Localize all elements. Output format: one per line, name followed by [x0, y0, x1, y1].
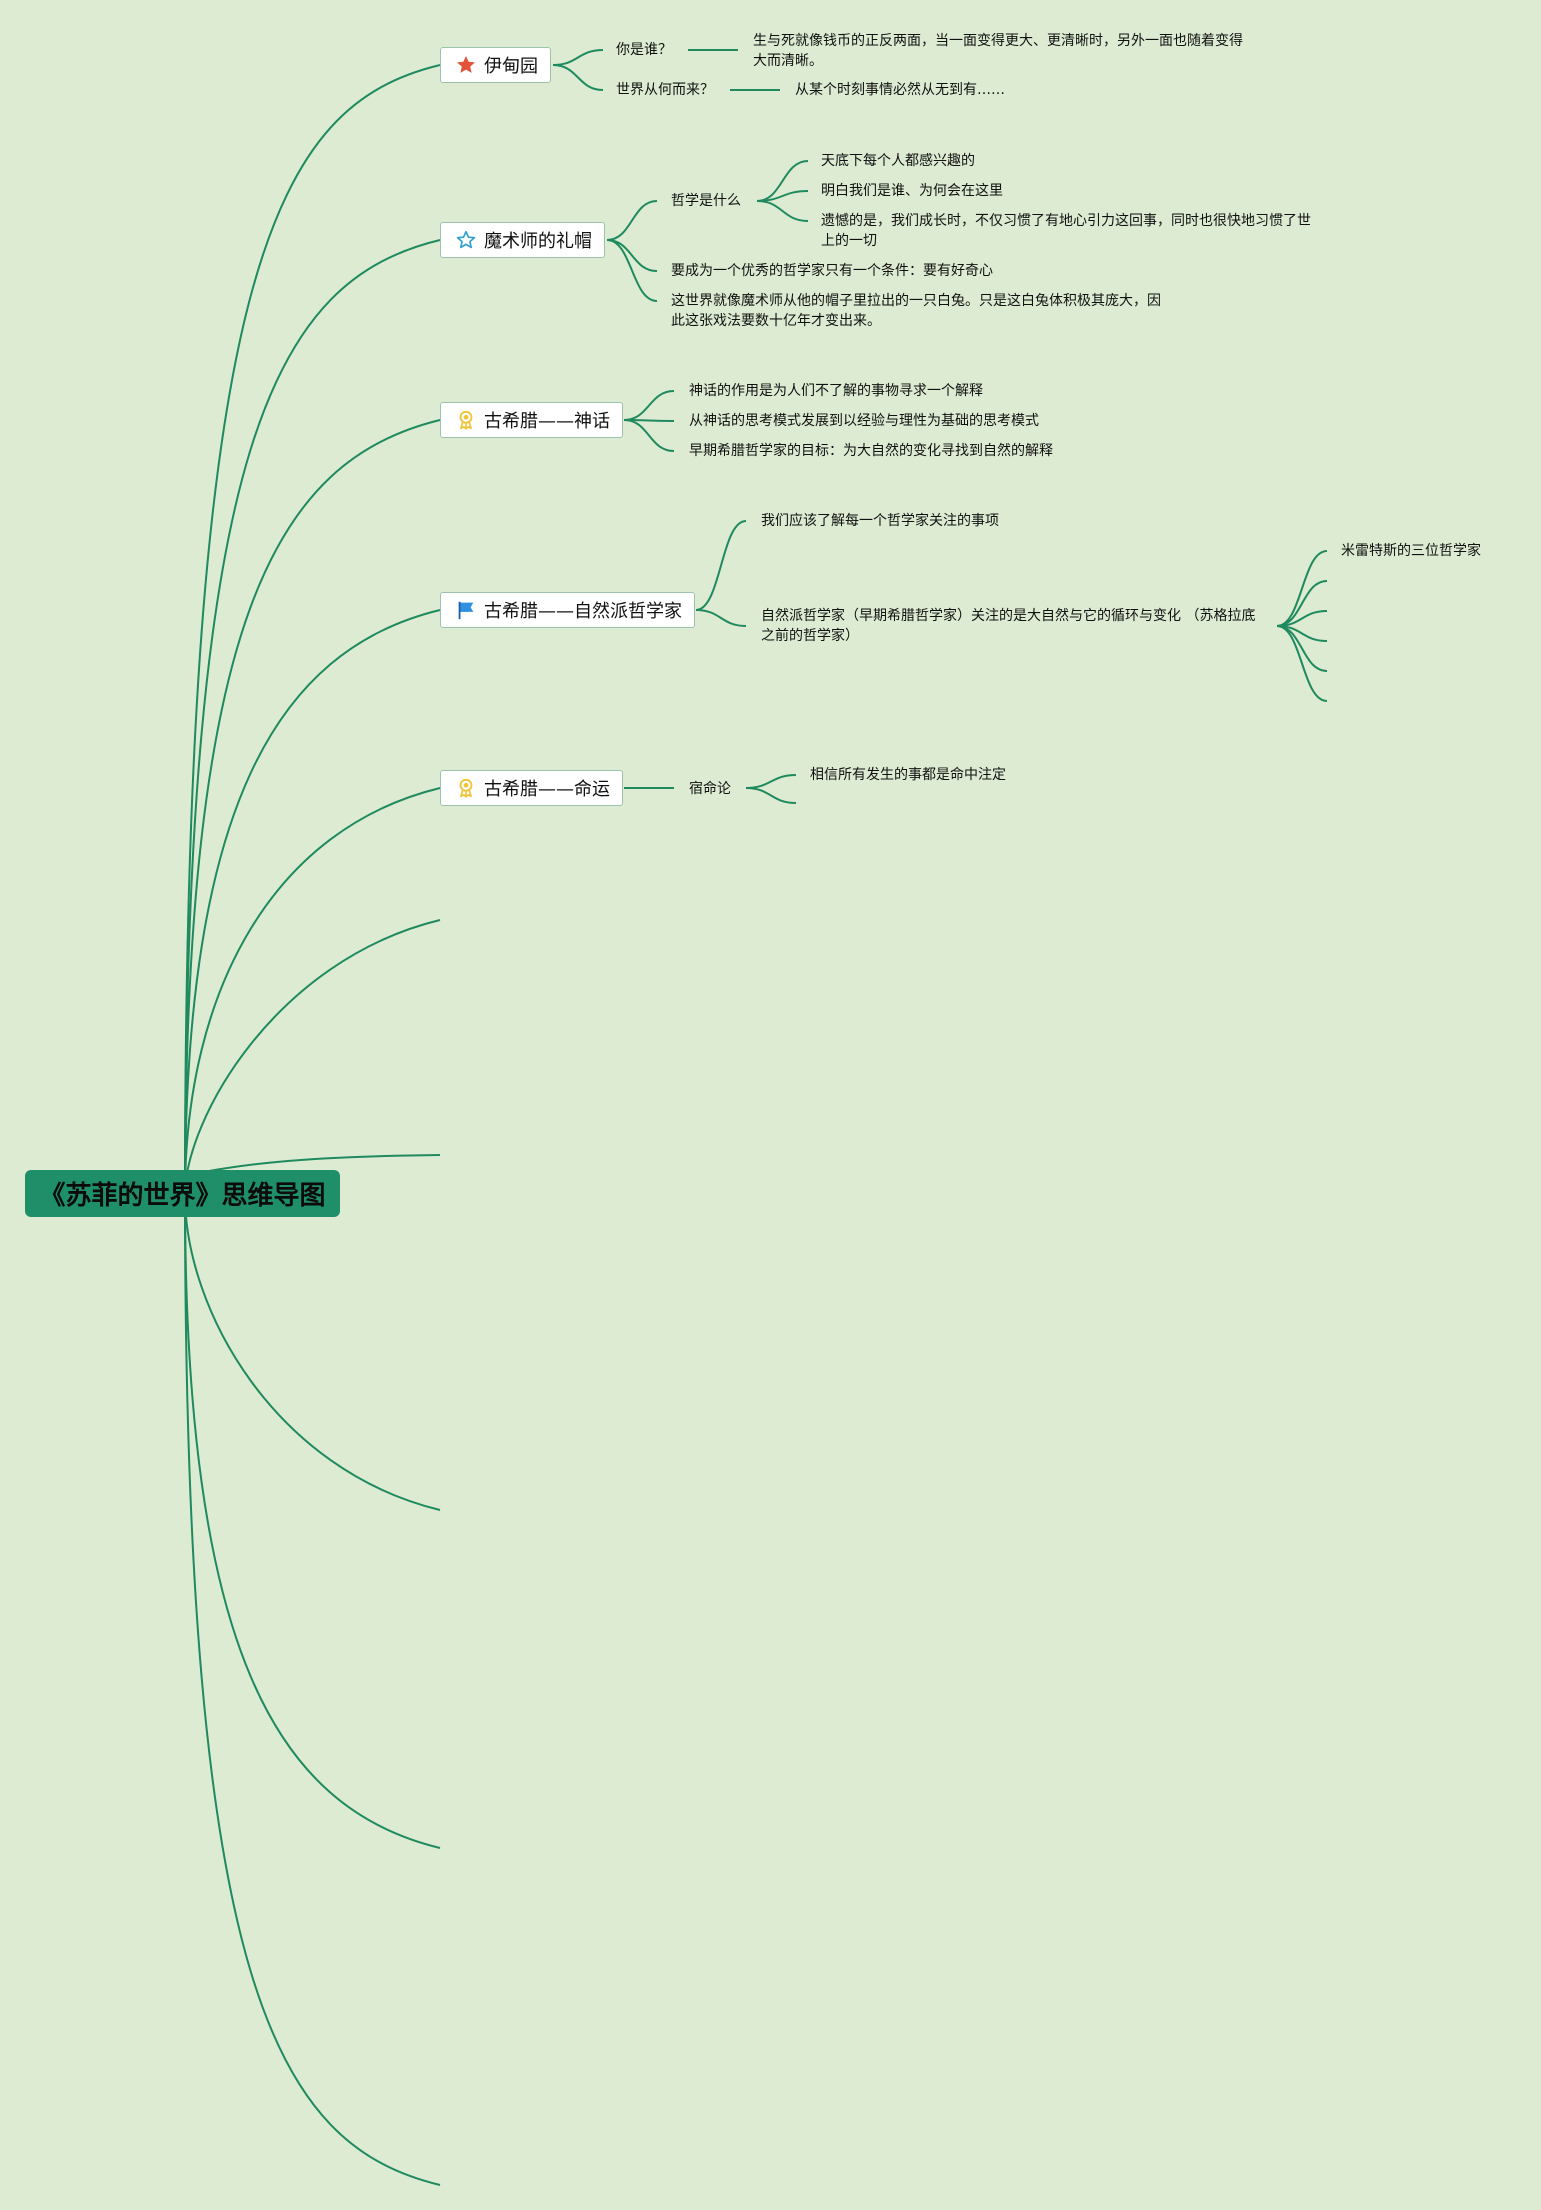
root-topic[interactable]: 《苏菲的世界》思维导图	[25, 1170, 340, 1217]
topic-label: 古希腊——命运	[484, 779, 610, 800]
fate-sub-line	[745, 787, 797, 804]
topic-greek-fate[interactable]: 古希腊——命运	[440, 770, 623, 806]
award-medal-icon	[455, 409, 477, 431]
myth-item[interactable]: 神话的作用是为人们不了解的事物寻求一个解释	[689, 383, 983, 399]
hat-condition[interactable]: 要成为一个优秀的哲学家只有一个条件：要有好奇心	[671, 263, 993, 279]
eden-question-world[interactable]: 世界从何而来？	[616, 82, 714, 98]
nature-branch-line	[695, 520, 747, 611]
root-branch-line	[184, 419, 441, 1196]
topic-eden[interactable]: 伊甸园	[440, 47, 551, 83]
hat-branch-line	[606, 200, 658, 241]
eden-answer-who[interactable]: 生与死就像钱币的正反两面，当一面变得更大、更清晰时，另外一面也随着变得大而清晰。	[753, 33, 1243, 69]
hat-what-item[interactable]: 明白我们是谁、为何会在这里	[821, 183, 1003, 199]
star-outline-icon	[455, 229, 477, 251]
topic-label: 魔术师的礼帽	[484, 231, 592, 252]
eden-branch-line	[552, 49, 604, 66]
fate-sub-item[interactable]: 相信所有发生的事都是命中注定	[810, 767, 1006, 783]
nature-branch-line	[695, 609, 747, 627]
hat-branch-line	[606, 239, 658, 302]
root-title: 《苏菲的世界》思维导图	[39, 1181, 326, 1211]
eden-branch-line	[552, 64, 604, 91]
root-branch-line	[184, 1194, 441, 1849]
root-branch-line	[184, 64, 441, 1196]
hat-rabbit[interactable]: 这世界就像魔术师从他的帽子里拉出的一只白兔。只是这白兔体积极其庞大，因此这张戏法…	[671, 293, 1161, 329]
topic-label: 伊甸园	[484, 56, 538, 77]
nature-item[interactable]: 自然派哲学家（早期希腊哲学家）关注的是大自然与它的循环与变化 （苏格拉底之前的哲…	[761, 608, 1256, 644]
myth-branch-line	[623, 390, 675, 421]
fate-sub-line	[745, 774, 797, 789]
topic-greek-myth[interactable]: 古希腊——神话	[440, 402, 623, 438]
fate-item[interactable]: 宿命论	[689, 781, 731, 797]
root-branch-line	[184, 787, 441, 1196]
nature-sub-line	[1276, 625, 1328, 702]
eden-question-who[interactable]: 你是谁？	[616, 42, 672, 58]
hat-branch-line	[606, 239, 658, 272]
hat-what-item[interactable]: 遗憾的是，我们成长时，不仅习惯了有地心引力这回事，同时也很快地习惯了世上的一切	[821, 213, 1311, 249]
root-branch-line	[184, 1194, 441, 1511]
myth-item[interactable]: 从神话的思考模式发展到以经验与理性为基础的思考模式	[689, 413, 1039, 429]
hat-what-item[interactable]: 天底下每个人都感兴趣的	[821, 153, 975, 169]
nature-item[interactable]: 我们应该了解每一个哲学家关注的事项	[761, 513, 999, 529]
hat-what-is-philosophy[interactable]: 哲学是什么	[671, 193, 741, 209]
root-branch-line	[184, 919, 441, 1196]
topic-greek-nature-philosophers[interactable]: 古希腊——自然派哲学家	[440, 592, 695, 628]
topic-label: 古希腊——神话	[484, 411, 610, 432]
root-branch-line	[184, 239, 441, 1196]
myth-item[interactable]: 早期希腊哲学家的目标：为大自然的变化寻找到自然的解释	[689, 443, 1053, 459]
award-medal-icon	[455, 777, 477, 799]
topic-label: 古希腊——自然派哲学家	[484, 601, 682, 622]
nature-sub-line	[1276, 550, 1328, 627]
flag-icon	[455, 599, 477, 621]
root-branch-line	[184, 609, 441, 1196]
nature-sub-item[interactable]: 米雷特斯的三位哲学家	[1341, 543, 1481, 559]
myth-branch-line	[623, 419, 675, 452]
star-filled-icon	[455, 54, 477, 76]
topic-magician-hat[interactable]: 魔术师的礼帽	[440, 222, 605, 258]
root-branch-line	[184, 1194, 441, 2186]
eden-answer-world[interactable]: 从某个时刻事情必然从无到有……	[795, 82, 1005, 98]
hat-sub-line	[756, 200, 809, 222]
